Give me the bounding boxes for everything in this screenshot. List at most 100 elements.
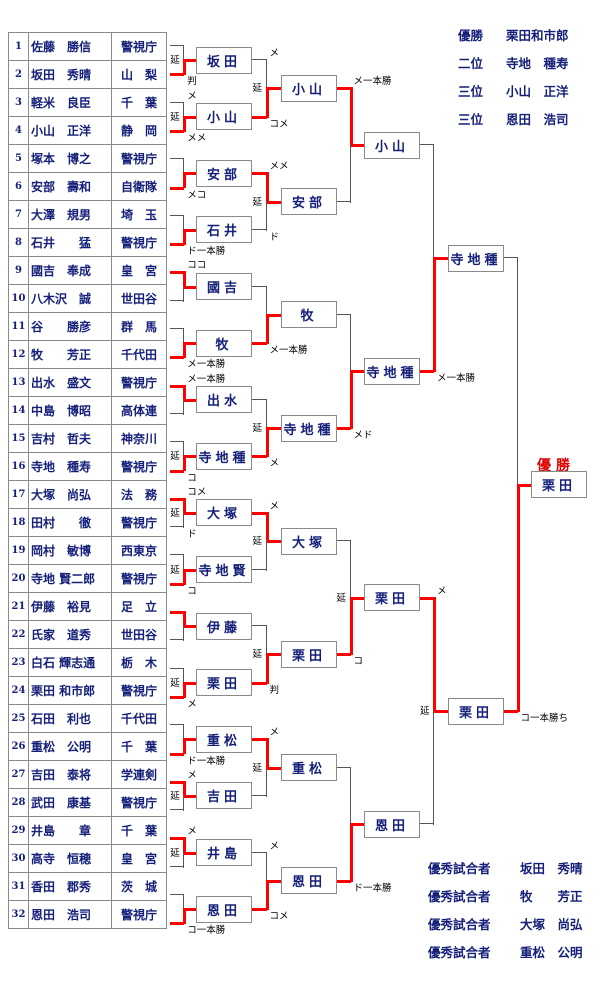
bracket-stub — [170, 611, 185, 614]
bracket-stub — [252, 908, 267, 912]
summary-label: 優秀試合者 — [428, 945, 491, 960]
player-name: 栗田 和市郎 — [28, 676, 112, 705]
player-number: 4 — [8, 116, 29, 145]
bracket-stub — [170, 129, 185, 133]
summary-bottom: 優秀試合者坂田 秀晴優秀試合者牧 芳正優秀試合者大塚 尚弘優秀試合者重松 公明 — [428, 858, 583, 970]
bracket-stub — [170, 639, 185, 641]
result-lower: コメ — [269, 911, 289, 923]
player-pref: 世田谷 — [111, 620, 167, 649]
bracket-feed — [266, 87, 281, 91]
bracket-stub — [337, 540, 351, 542]
match-winner-box: 重松 — [196, 725, 252, 753]
result-lower: メ一本勝 — [437, 373, 476, 385]
result-final: コ一本勝ち — [520, 713, 569, 725]
result-upper: メ — [187, 826, 197, 838]
player-number: 5 — [8, 144, 29, 173]
result-lower: コ一本勝 — [187, 925, 226, 937]
player-number: 26 — [8, 732, 29, 761]
match-winner-box: 寺地賢 — [196, 556, 252, 584]
player-pref: 学連剣 — [111, 760, 167, 789]
player-name: 吉田 泰将 — [28, 760, 112, 789]
player-name: 恩田 浩司 — [28, 900, 112, 929]
bracket-stub — [170, 526, 185, 528]
match-winner-box: 石井 — [196, 216, 252, 244]
bracket-feed — [184, 228, 196, 232]
bracket-feed — [434, 710, 448, 714]
result-lower: コ — [353, 656, 364, 668]
match-winner-box: 寺地種 — [448, 244, 504, 272]
player-number: 16 — [8, 452, 29, 481]
player-pref: 群 馬 — [111, 312, 167, 341]
summary-label: 三位 — [458, 84, 484, 99]
bracket-join — [265, 879, 269, 911]
bracket-stub — [337, 653, 351, 657]
bracket-feed — [184, 342, 196, 346]
match-winner-box: 吉田 — [196, 782, 252, 810]
bracket-stub — [252, 511, 267, 515]
bracket-stub — [252, 568, 267, 570]
bracket-join — [183, 45, 185, 62]
bracket-join — [265, 59, 267, 90]
bracket-stub — [252, 172, 267, 176]
bracket-feed — [184, 398, 196, 402]
bracket-join — [265, 200, 267, 231]
player-number: 3 — [8, 88, 29, 117]
match-winner-box: 恩田 — [364, 810, 420, 838]
player-pref: 静 岡 — [111, 116, 167, 145]
match-winner-box: 牧 — [196, 329, 252, 357]
result-lower: メ — [269, 458, 280, 470]
summary-row: 優秀試合者坂田 秀晴 — [428, 858, 583, 886]
bracket-join — [349, 766, 351, 826]
match-winner-box: 坂田 — [196, 46, 252, 74]
match-winner-box: 重松 — [281, 754, 337, 782]
player-name: 伊藤 裕見 — [28, 592, 112, 621]
player-pref: 警視庁 — [111, 144, 167, 173]
bracket-feed — [350, 370, 364, 374]
player-name: 吉村 哲夫 — [28, 424, 112, 453]
player-number: 25 — [8, 704, 29, 733]
player-pref: 千代田 — [111, 340, 167, 369]
player-name: 出水 盛文 — [28, 368, 112, 397]
champion-box: 栗田 — [531, 471, 587, 499]
bracket-stub — [252, 342, 267, 346]
bracket-join — [265, 766, 267, 797]
bracket-stub — [170, 384, 185, 388]
player-number: 7 — [8, 200, 29, 229]
player-name: 佐藤 勝信 — [28, 32, 112, 61]
bracket-join — [349, 370, 353, 430]
result-upper: メ — [187, 769, 197, 781]
player-name: 岡村 敏博 — [28, 536, 112, 565]
bracket-join — [349, 596, 353, 656]
result-extra: 延 — [252, 762, 263, 774]
player-name: 香田 郡秀 — [28, 872, 112, 901]
bracket-join — [183, 285, 185, 302]
summary-row: 二位寺地 種寿 — [458, 53, 569, 81]
result-extra: 延 — [170, 111, 180, 123]
bracket-stub — [337, 427, 351, 431]
bracket-feed — [266, 427, 281, 431]
bracket-join — [183, 837, 187, 854]
bracket-join — [183, 328, 185, 345]
player-pref: 千 葉 — [111, 88, 167, 117]
player-name: 中島 博昭 — [28, 396, 112, 425]
bracket-stub — [252, 794, 267, 796]
match-winner-box: 寺地種 — [196, 442, 252, 470]
match-winner-box: 恩田 — [281, 867, 337, 895]
bracket-join — [183, 667, 185, 684]
bracket-join — [265, 313, 269, 345]
bracket-join — [265, 851, 267, 882]
bracket-join — [183, 384, 187, 401]
player-number: 12 — [8, 340, 29, 369]
bracket-join — [349, 823, 353, 882]
bracket-join — [265, 511, 269, 543]
bracket-feed — [517, 483, 531, 487]
player-number: 8 — [8, 228, 29, 257]
